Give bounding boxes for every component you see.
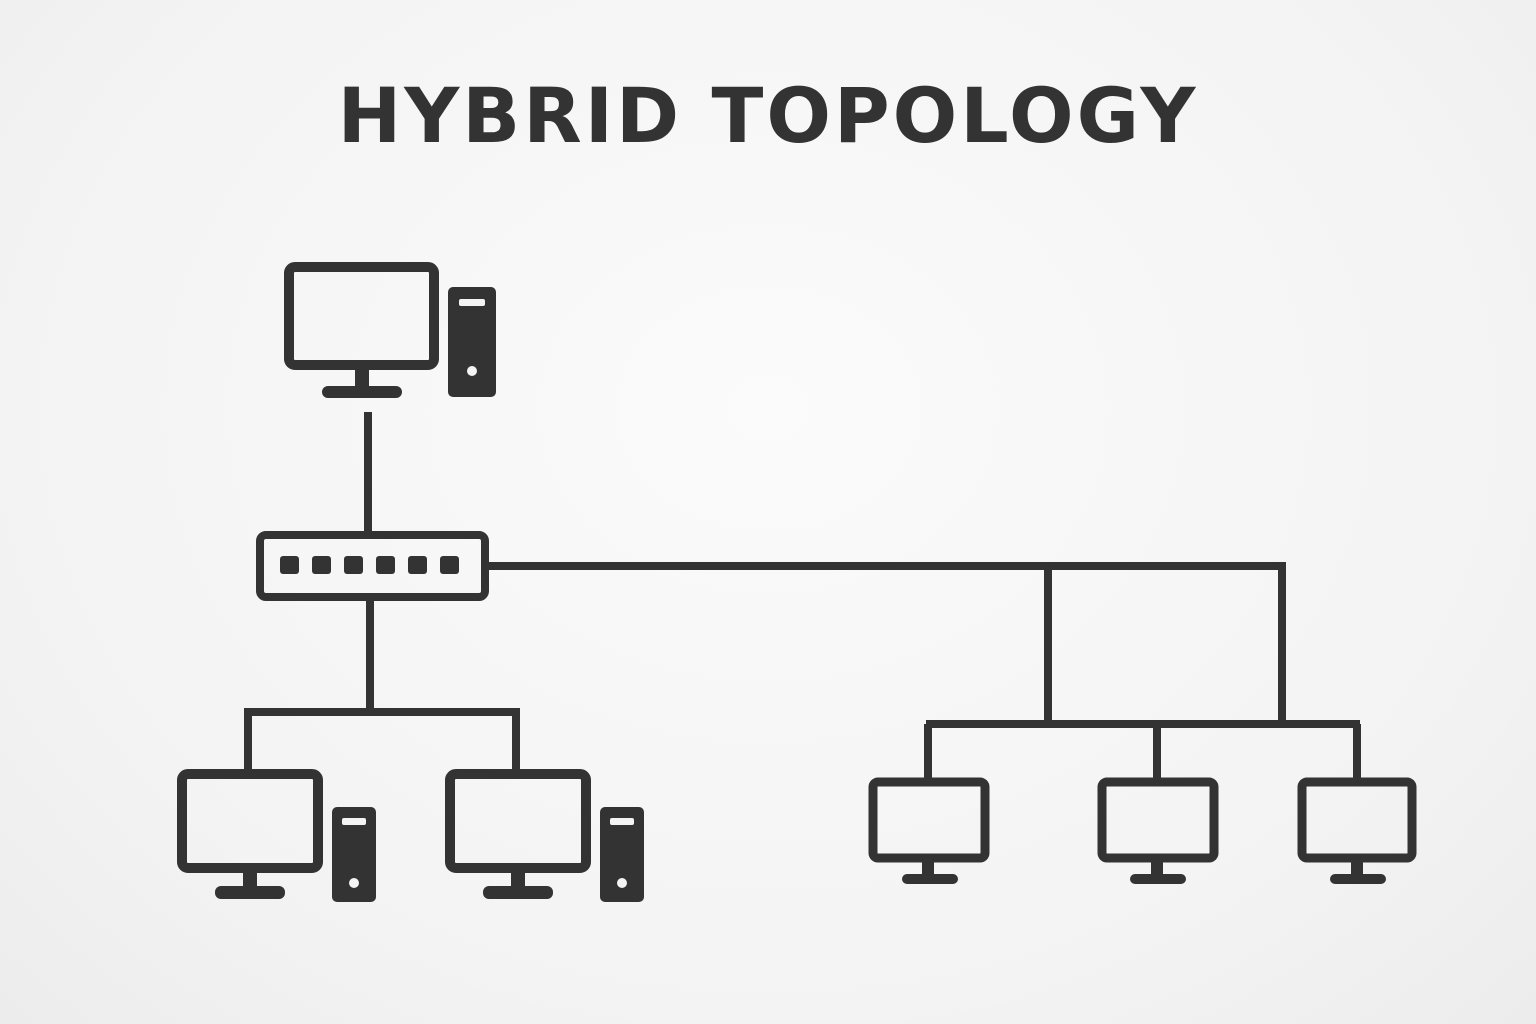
network-switch-icon xyxy=(256,531,489,601)
server-computer-icon xyxy=(284,262,496,398)
connections xyxy=(244,412,1361,780)
bus-monitor-1-icon xyxy=(868,777,990,884)
bus-monitor-3-icon xyxy=(1297,777,1417,884)
star-computer-2-icon xyxy=(445,769,644,902)
link-hub-bus-trunk xyxy=(486,562,1286,724)
link-star-branch xyxy=(244,708,520,772)
star-computer-1-icon xyxy=(177,769,376,902)
bus-monitor-2-icon xyxy=(1097,777,1219,884)
page-title: HYBRID TOPOLOGY xyxy=(337,71,1199,160)
